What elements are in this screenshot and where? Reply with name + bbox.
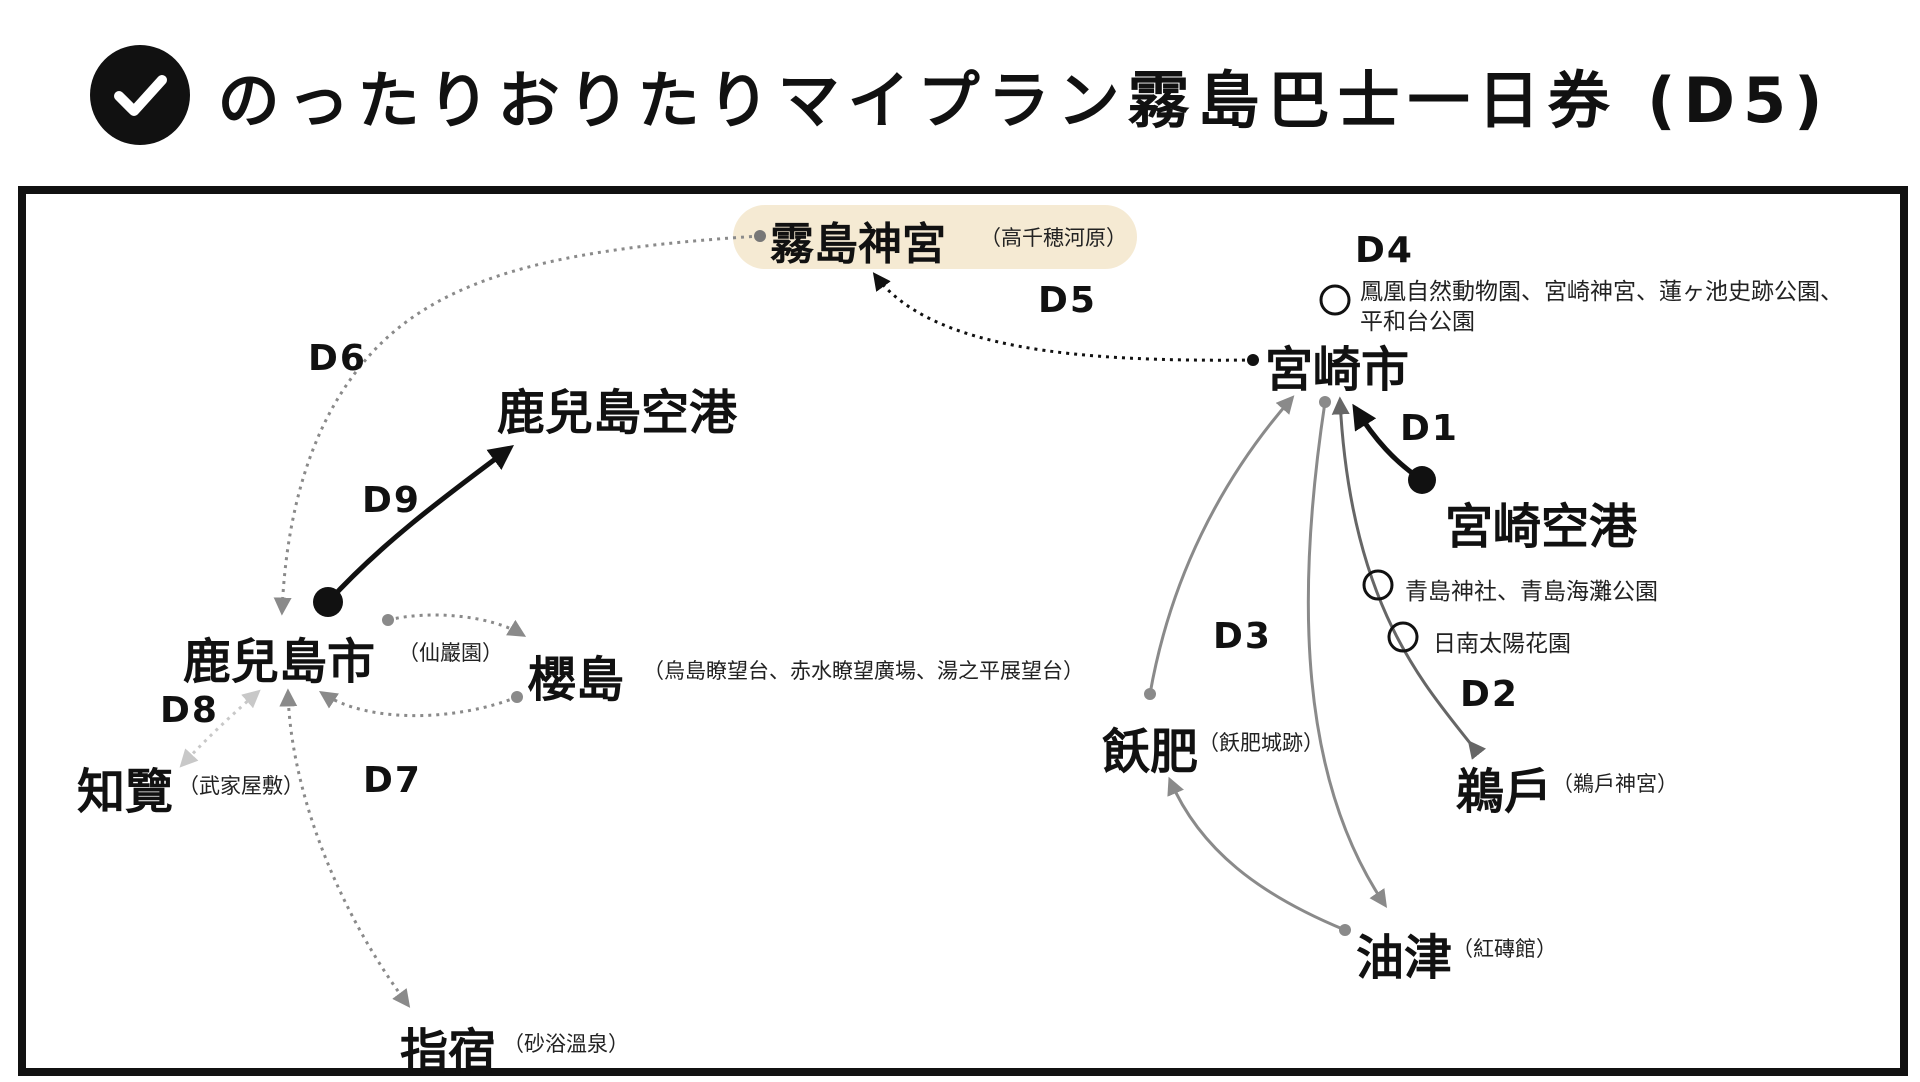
place-miyazaki-airport: 宮崎空港 — [1445, 499, 1638, 555]
route-d3 — [1148, 395, 1295, 695]
node-kirishima — [754, 230, 766, 242]
route-d8 — [179, 689, 261, 768]
place-ibusuki-note: （砂浴溫泉） — [503, 1032, 629, 1056]
day-label-d7: D7 — [363, 760, 422, 801]
route-aburatsu — [1306, 401, 1388, 908]
page-title: のったりおりたりマイプラン霧島巴士一日券 (D5) — [217, 64, 1831, 137]
map-frame — [18, 186, 1908, 1076]
place-miyazaki-city: 宮崎市 — [1265, 342, 1410, 398]
stops-aoshima: 青島神社、青島海灘公園 — [1405, 579, 1658, 605]
node-miyazaki-d5 — [1247, 354, 1259, 366]
place-udo-note: （鵜戶神宮） — [1552, 772, 1678, 796]
highlight-kirishima — [733, 205, 1137, 269]
stop-circle-aoshima — [1362, 569, 1394, 601]
route-aburatsu-obi — [1167, 776, 1346, 932]
place-sakurajima-note: （烏島瞭望台、赤水瞭望廣場、湯之平展望台） — [643, 659, 1084, 683]
place-kagoshima-city: 鹿兒島市 — [183, 634, 376, 690]
day-label-d9: D9 — [362, 480, 421, 521]
stop-circle-nichinan — [1387, 621, 1419, 653]
place-sakurajima: 櫻島 — [528, 652, 625, 708]
place-chiran-note: （武家屋敷） — [178, 774, 304, 798]
route-d5 — [872, 272, 1254, 362]
day-label-d3: D3 — [1213, 616, 1272, 657]
day-label-d8: D8 — [160, 690, 219, 731]
day-label-d6: D6 — [308, 338, 367, 379]
route-d7 — [279, 688, 411, 1008]
stops-d4-line1: 鳳凰自然動物園、宮崎神宮、蓮ヶ池史跡公園、 — [1360, 279, 1843, 305]
place-kirishima-jingu: 霧島神宮 — [770, 219, 946, 270]
place-ibusuki: 指宿 — [400, 1024, 497, 1080]
day-label-d1: D1 — [1400, 408, 1459, 449]
place-kagoshima-airport: 鹿兒島空港 — [497, 385, 738, 441]
place-obi: 飫肥 — [1102, 724, 1199, 780]
place-udo: 鵜戶 — [1456, 764, 1553, 820]
place-aburatsu: 油津 — [1356, 930, 1453, 986]
place-kirishima-jingu-note: （高千穂河原） — [980, 226, 1127, 250]
day-label-d4: D4 — [1355, 230, 1414, 271]
place-aburatsu-note: （紅磚館） — [1452, 937, 1557, 961]
stops-d4-line2: 平和台公園 — [1360, 309, 1475, 335]
place-kagoshima-city-note: （仙巖園） — [398, 641, 503, 665]
node-miyazaki-airport — [1408, 466, 1436, 494]
node-kagoshima-d9 — [313, 587, 343, 617]
route-d6 — [273, 234, 761, 616]
day-label-d2: D2 — [1460, 674, 1519, 715]
place-chiran: 知覽 — [77, 764, 174, 820]
day-label-d5: D5 — [1038, 280, 1097, 321]
stops-nichinan: 日南太陽花園 — [1433, 631, 1571, 657]
header: のったりおりたりマイプラン霧島巴士一日券 (D5) — [0, 30, 1920, 160]
route-d9 — [326, 445, 515, 604]
check-circle-icon — [89, 45, 190, 145]
route-sakurajima-go — [387, 613, 527, 637]
route-sakurajima-back — [319, 691, 518, 718]
route-d2 — [1331, 396, 1487, 760]
stop-circle-d4 — [1319, 284, 1351, 316]
place-obi-note: （飫肥城跡） — [1198, 731, 1324, 755]
